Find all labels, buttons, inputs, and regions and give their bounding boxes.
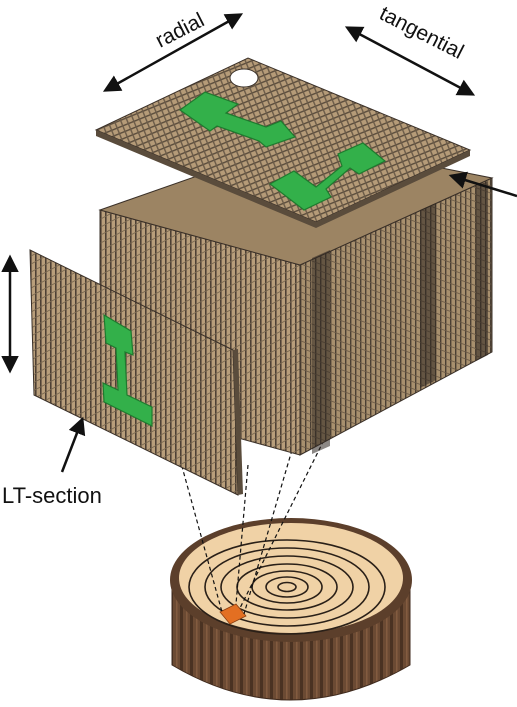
log-disk [170,518,412,701]
top-slice-hole [229,68,259,88]
lt-section-slice [29,249,243,496]
growth-ring [188,539,386,635]
projection-line [235,464,249,605]
lt-section-pointer-arrow-icon [60,416,86,473]
block-dark-bands [312,181,488,454]
specimen-dogbone [178,91,297,148]
top-slice [94,57,472,228]
top-slice-pointer-arrow-icon [448,171,517,198]
growth-ring [204,547,370,627]
growth-ring [220,555,354,619]
slice-edge [233,349,243,495]
growth-ring [265,576,309,598]
specimen-dogbone [268,142,387,211]
projection-lines [177,427,331,615]
radial-label: radial [152,9,208,53]
tangential-arrow-icon [344,26,476,96]
lt-section-label: LT-section [2,483,102,508]
radial-arrow-icon [102,13,244,92]
growth-ring [277,581,297,593]
dark-band [420,203,436,388]
sample-location [219,603,247,625]
dark-band [476,181,488,361]
tangential-label: tangential [376,2,468,64]
projection-line [239,427,331,609]
projection-line [243,449,293,615]
top-slice-edge [96,130,470,228]
specimen-dogbone [102,313,153,427]
dark-band [312,250,330,454]
